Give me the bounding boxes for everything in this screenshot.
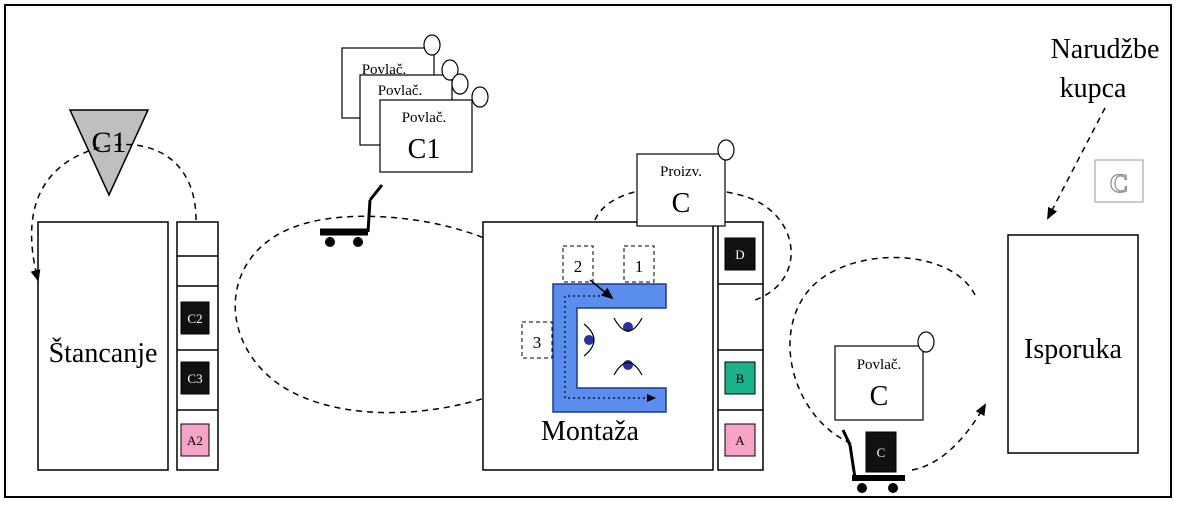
- cart-bin-c-label: C: [877, 445, 886, 460]
- operator-icon: [613, 360, 643, 376]
- narudzbe-line1: Narudžbe: [1051, 34, 1160, 65]
- cart-icon: [320, 184, 384, 247]
- order-card-box: [1094, 159, 1144, 203]
- stancanje-storage: C2 C3 A2: [176, 221, 219, 471]
- narudzbe-line2: kupca: [1060, 73, 1127, 104]
- card-hook-icon: [471, 86, 489, 108]
- stancanje-loop-arrow: [30, 143, 197, 282]
- card-hook-icon: [423, 34, 441, 56]
- production-card-title: Proizv.: [660, 164, 702, 180]
- transport-loop-arrow: [234, 215, 532, 414]
- montaza-process: 1 2 3 Montaža: [482, 221, 714, 471]
- workstation-1-label: 1: [635, 257, 644, 276]
- stancanje-label: Štancanje: [49, 338, 158, 369]
- bin-b: [724, 361, 756, 395]
- bin-a: [724, 423, 756, 457]
- production-loop-arrow: [594, 186, 792, 301]
- workstation-2: [562, 245, 594, 283]
- cart-bin-c: [865, 431, 897, 473]
- card-hook-icon: [917, 331, 935, 353]
- delivery-pull-card-box: [834, 345, 924, 421]
- workstation-1: [623, 245, 655, 283]
- production-card: Proizv. C: [636, 139, 735, 227]
- montaza-storage: D B A: [717, 221, 764, 471]
- bin-a-label: A: [735, 433, 745, 448]
- card-hook-icon: [717, 139, 735, 161]
- inventory-triangle-icon: [68, 109, 150, 197]
- bin-c3: [180, 361, 210, 395]
- bin-c2: [180, 301, 210, 335]
- card-hook-icon: [451, 73, 469, 95]
- stancanje-process: Štancanje: [37, 221, 169, 471]
- pull-card-front: [379, 99, 473, 173]
- delivery-cart-icon: C: [841, 429, 905, 493]
- bin-d-label: D: [735, 247, 744, 262]
- pull-card-front-title: Povlač.: [402, 110, 447, 126]
- delivery-pull-card-title: Povlač.: [857, 357, 902, 373]
- workstation-3: [521, 321, 553, 359]
- production-card-code: C: [672, 188, 691, 219]
- operator-icon: [583, 323, 595, 357]
- inventory-triangle: C1: [68, 109, 150, 197]
- bin-c2-label: C2: [187, 311, 202, 326]
- isporuka-process: Isporuka: [1007, 234, 1139, 454]
- card-hook-icon: [441, 59, 459, 81]
- pull-card-back-label: Povlač.: [362, 62, 407, 78]
- bin-b-label: B: [736, 371, 745, 386]
- bin-a2: [180, 423, 210, 457]
- pull-card-front-code: C1: [408, 134, 441, 165]
- production-card-box: [636, 153, 726, 227]
- pull-card-back-label: Povlač.: [378, 83, 423, 99]
- order-arrow: [1047, 107, 1106, 220]
- operator-icon: [613, 317, 643, 332]
- bin-d: [724, 237, 756, 271]
- workstation-2-label: 2: [574, 257, 583, 276]
- delivery-pull-card: Povlač. C: [834, 331, 935, 421]
- workstation-feed-arrow: [589, 279, 614, 300]
- isporuka-label: Isporuka: [1024, 334, 1123, 365]
- bin-c3-label: C3: [187, 371, 202, 386]
- stancanje-box: [37, 221, 169, 471]
- workstation-3-label: 3: [533, 333, 542, 352]
- order-card: C: [1094, 159, 1144, 203]
- pull-card-stack: Povlač. Povlač. Povlač. C1: [341, 34, 489, 173]
- bin-a2-label: A2: [187, 433, 203, 448]
- montaza-box: [482, 221, 714, 471]
- flow-path-arrow: [564, 295, 656, 402]
- order-card-code: C: [1110, 169, 1129, 198]
- montaza-label: Montaža: [541, 416, 640, 447]
- inventory-triangle-label: C1: [91, 126, 126, 159]
- isporuka-box: [1007, 234, 1139, 454]
- delivery-out-arrow: [911, 403, 986, 471]
- delivery-pull-card-code: C: [870, 381, 889, 412]
